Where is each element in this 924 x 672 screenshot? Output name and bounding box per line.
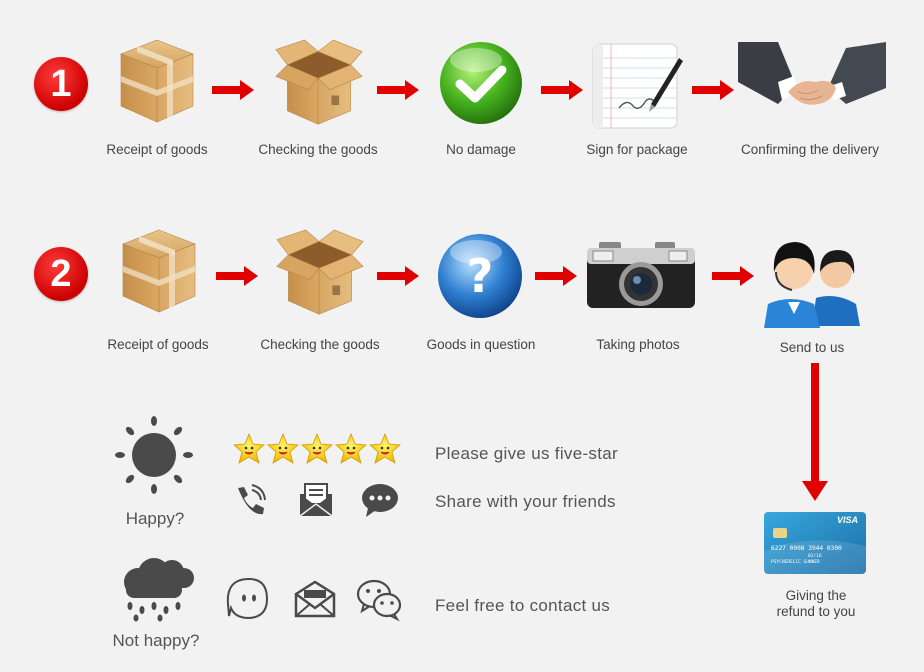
arrow-right-icon bbox=[216, 266, 258, 286]
card-number: 6227 0008 3944 0300 bbox=[771, 545, 842, 552]
step-badge-1: 1 bbox=[34, 57, 88, 111]
closed-box-icon bbox=[119, 226, 199, 316]
arrow-right-icon bbox=[712, 266, 754, 286]
refund-label-line2: refund to you bbox=[776, 604, 856, 619]
happy-label: Happy? bbox=[125, 509, 185, 528]
arrow-right-icon bbox=[377, 80, 419, 100]
arrow-right-icon bbox=[535, 266, 577, 286]
card-holder: PSYCHEDELIC GUNNER bbox=[771, 560, 820, 565]
visa-card: VISA 6227 0008 3944 0300 02/16 PSYCHEDEL… bbox=[764, 512, 866, 574]
step-label-checking: Checking the goods bbox=[260, 337, 380, 352]
envelope-icon[interactable] bbox=[294, 580, 336, 618]
step-label-goods-question: Goods in question bbox=[426, 337, 536, 352]
sun-icon bbox=[114, 415, 194, 495]
five-star-text: Please give us five-star bbox=[435, 444, 618, 463]
five-star-rating bbox=[232, 432, 402, 466]
qq-chat-icon[interactable] bbox=[226, 576, 272, 622]
refund-label-line1: Giving the bbox=[785, 588, 847, 603]
not-happy-label: Not happy? bbox=[112, 631, 200, 650]
question-icon: ? bbox=[436, 232, 524, 320]
mail-letter-icon[interactable] bbox=[298, 482, 334, 518]
step-label-checking: Checking the goods bbox=[258, 142, 378, 157]
step-label-taking-photos: Taking photos bbox=[596, 337, 680, 352]
arrow-right-icon bbox=[212, 80, 254, 100]
arrow-right-icon bbox=[692, 80, 734, 100]
phone-icon[interactable] bbox=[232, 484, 266, 518]
share-text: Share with your friends bbox=[435, 492, 616, 511]
handshake-icon bbox=[738, 42, 886, 126]
open-box-icon bbox=[274, 38, 364, 130]
step-label-receipt: Receipt of goods bbox=[106, 142, 208, 157]
step-label-confirming: Confirming the delivery bbox=[740, 142, 880, 157]
arrow-down-icon bbox=[802, 363, 828, 501]
step-label-no-damage: No damage bbox=[446, 142, 516, 157]
step-label-receipt: Receipt of goods bbox=[107, 337, 209, 352]
card-expiry: 02/16 bbox=[808, 554, 822, 559]
contact-text: Feel free to contact us bbox=[435, 596, 611, 615]
arrow-right-icon bbox=[541, 80, 583, 100]
refund-label: Giving the refund to you bbox=[756, 588, 876, 620]
closed-box-icon bbox=[117, 36, 197, 126]
camera-icon bbox=[585, 242, 697, 312]
step-label-send-to-us: Send to us bbox=[779, 340, 845, 355]
arrow-right-icon bbox=[377, 266, 419, 286]
rain-cloud-icon bbox=[114, 556, 198, 622]
green-check-icon bbox=[438, 40, 524, 126]
support-agents-icon bbox=[764, 228, 862, 328]
step-badge-2: 2 bbox=[34, 247, 88, 301]
open-box-icon bbox=[275, 228, 365, 320]
card-brand: VISA bbox=[836, 515, 858, 525]
chat-bubble-icon[interactable] bbox=[360, 482, 400, 518]
svg-text:?: ? bbox=[467, 249, 494, 303]
wechat-icon[interactable] bbox=[356, 578, 402, 622]
signature-paper-icon bbox=[589, 38, 685, 130]
step-label-sign: Sign for package bbox=[586, 142, 688, 157]
